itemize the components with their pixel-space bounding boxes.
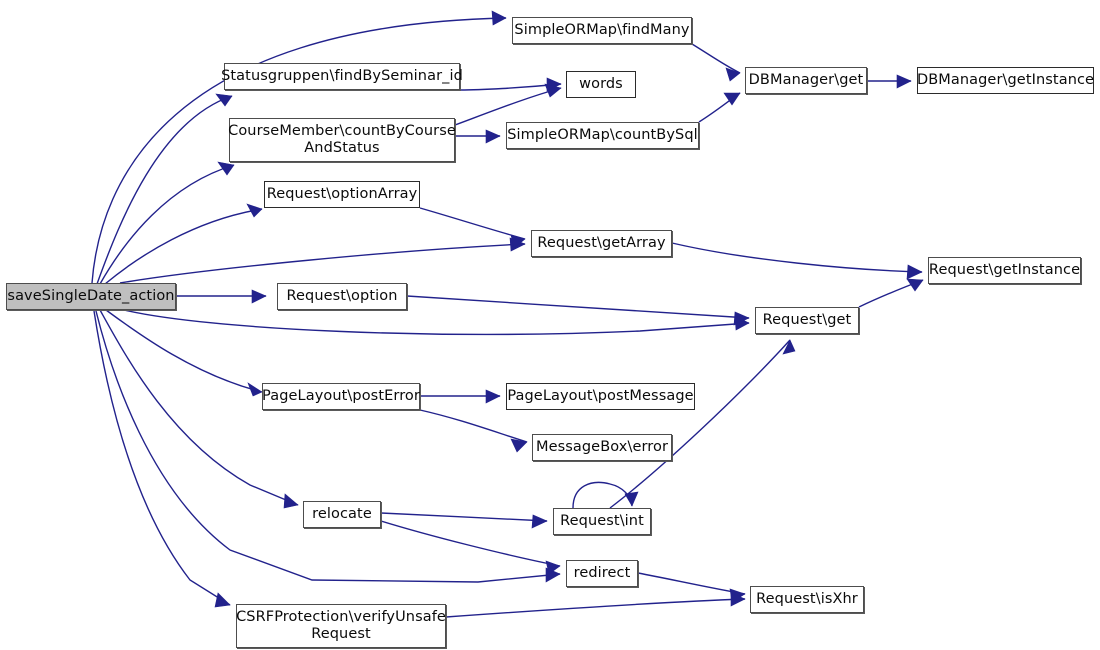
edge-CourseMember_countBy-to-SimpleORMap_countBySql — [455, 129, 501, 144]
edge-Request_get-to-Request_getInstance — [858, 278, 924, 308]
graph-node-DBManager_getInstance[interactable]: DBManager\getInstance — [917, 67, 1094, 94]
edge-Request_optionArray-to-Request_getArray — [419, 207, 526, 249]
arrow-head-icon — [906, 264, 923, 280]
arrow-head-icon — [531, 514, 548, 529]
arrow-head-icon — [733, 311, 750, 326]
arrow-head-icon — [214, 592, 231, 608]
edge-CSRFProtection_verify-to-Request_isXhr — [445, 592, 746, 618]
arrow-head-icon — [247, 382, 263, 397]
edge-CourseMember_countBy-to-words — [454, 83, 562, 126]
edge-saveSingleDate_action-to-CourseMember_countBy — [99, 161, 235, 285]
arrow-head-icon — [215, 93, 233, 107]
graph-node-Request_getInstance[interactable]: Request\getInstance — [928, 257, 1081, 284]
edge-saveSingleDate_action-to-relocate — [99, 309, 299, 509]
arrow-head-icon — [485, 129, 501, 144]
edge-SimpleORMap_countBySql-to-DBManager_get — [698, 92, 741, 123]
edge-saveSingleDate_action-to-SimpleORMap_findMany — [91, 10, 507, 284]
arrow-head-icon — [906, 278, 924, 292]
graph-node-Request_int[interactable]: Request\int — [553, 508, 651, 535]
arrow-head-icon — [544, 83, 562, 98]
edge-saveSingleDate_action-to-CSRFProtection_verify — [93, 310, 231, 608]
edge-relocate-to-Request_int — [380, 512, 548, 529]
edge-DBManager_get-to-DBManager_getInstance — [867, 74, 912, 89]
edge-Request_getArray-to-Request_getInstance — [671, 242, 923, 280]
arrow-head-icon — [545, 560, 561, 575]
graph-node-Request_get[interactable]: Request\get — [755, 307, 859, 334]
graph-node-Request_getArray[interactable]: Request\getArray — [531, 230, 672, 257]
edge-Request_int-to-Request_int — [572, 481, 639, 509]
graph-node-SimpleORMap_countBySql[interactable]: SimpleORMap\countBySql — [506, 122, 699, 149]
edge-saveSingleDate_action-to-Request_optionArray — [104, 203, 263, 285]
graph-node-words[interactable]: words — [566, 71, 636, 98]
arrow-head-icon — [782, 339, 796, 355]
graph-node-Request_option[interactable]: Request\option — [277, 283, 407, 310]
graph-node-DBManager_get[interactable]: DBManager\get — [745, 67, 867, 94]
arrow-head-icon — [510, 234, 526, 249]
graph-node-PageLayout_postError[interactable]: PageLayout\postError — [262, 383, 420, 410]
graph-node-SimpleORMap_findMany[interactable]: SimpleORMap\findMany — [512, 17, 692, 44]
edge-relocate-to-redirect — [380, 520, 561, 575]
arrow-head-icon — [725, 67, 741, 82]
arrow-head-icon — [730, 592, 746, 607]
graph-node-Request_isXhr[interactable]: Request\isXhr — [750, 586, 864, 613]
graph-node-CSRFProtection_verify[interactable]: CSRFProtection\verifyUnsafe Request — [236, 604, 446, 648]
arrow-head-icon — [510, 438, 528, 453]
arrow-head-icon — [624, 491, 639, 507]
graph-node-MessageBox_error[interactable]: MessageBox\error — [532, 434, 672, 461]
graph-node-CourseMember_countBy[interactable]: CourseMember\countByCourse AndStatus — [228, 118, 456, 162]
edge-saveSingleDate_action-to-PageLayout_postError — [105, 309, 263, 397]
arrow-head-icon — [896, 74, 912, 89]
edge-PageLayout_postError-to-MessageBox_error — [419, 409, 528, 453]
edge-PageLayout_postError-to-PageLayout_postMessage — [420, 389, 501, 404]
graph-node-Request_optionArray[interactable]: Request\optionArray — [264, 181, 420, 208]
graph-node-Statusgruppen_findBySeminar[interactable]: Statusgruppen\findBySeminar_id — [221, 63, 463, 90]
edge-saveSingleDate_action-to-Request_option — [177, 289, 267, 304]
arrow-head-icon — [217, 161, 235, 176]
arrow-head-icon — [485, 389, 501, 404]
arrow-head-icon — [251, 289, 267, 304]
arrow-head-icon — [723, 92, 741, 106]
edge-SimpleORMap_findMany-to-DBManager_get — [691, 43, 741, 82]
graph-node-PageLayout_postMessage[interactable]: PageLayout\postMessage — [506, 383, 695, 410]
graph-node-saveSingleDate_action[interactable]: saveSingleDate_action — [6, 283, 176, 310]
edge-Request_int-to-Request_get — [609, 339, 796, 509]
arrow-head-icon — [491, 10, 507, 26]
edge-Request_option-to-Request_get — [406, 295, 750, 326]
arrow-head-icon — [283, 493, 299, 509]
edge-saveSingleDate_action-to-Statusgruppen_findBySeminar — [96, 93, 233, 285]
graph-node-relocate[interactable]: relocate — [303, 501, 381, 528]
graph-node-redirect[interactable]: redirect — [566, 560, 638, 587]
arrow-head-icon — [246, 203, 263, 218]
